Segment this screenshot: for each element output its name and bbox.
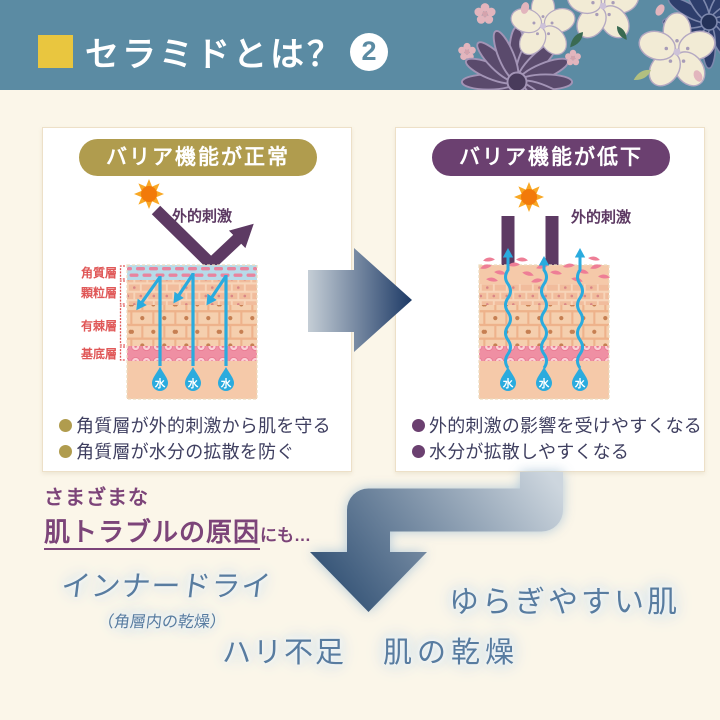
trouble-skin-dryness: 肌の乾燥 — [383, 635, 520, 669]
skin-diagram-degraded: 外的刺激 — [478, 182, 632, 400]
bullet-text: 角質層が水分の拡散を防ぐ — [76, 442, 295, 462]
bullet-list-normal: 角質層が外的刺激から肌を守る 角質層が水分の拡散を防ぐ — [59, 412, 331, 464]
bullet-text: 角質層が外的刺激から肌を守る — [76, 416, 331, 436]
layer-label-spinous: 有棘層 — [81, 318, 117, 333]
water-drops: 水 水 水 — [500, 367, 588, 391]
layer-label-granular: 顆粒層 — [81, 285, 117, 300]
lead-rest: にも… — [260, 526, 312, 545]
water-drops: 水 水 水 — [152, 367, 234, 391]
water-drop-label: 水 — [220, 377, 232, 390]
page-title: セラミドとは？ — [85, 36, 344, 74]
bullet-icon — [59, 444, 72, 458]
bullet-text: 外的刺激の影響を受けやすくなる — [429, 416, 702, 436]
panel-normal-card: バリア機能が正常 外的刺激 — [42, 127, 352, 472]
bullet-item: 水分が拡散しやすくなる — [412, 438, 702, 464]
bullet-item: 角質層が水分の拡散を防ぐ — [59, 438, 331, 464]
water-drop-label: 水 — [538, 377, 550, 390]
bullet-item: 角質層が外的刺激から肌を守る — [59, 412, 331, 438]
water-drop-label: 水 — [502, 377, 514, 390]
water-drop-label: 水 — [187, 377, 199, 390]
bullet-icon — [412, 418, 425, 432]
layer-labels: 角質層 顆粒層 有棘層 基底層 — [80, 265, 117, 361]
trouble-firmness-loss: ハリ不足 — [222, 635, 347, 669]
bullet-text: 水分が拡散しやすくなる — [429, 442, 630, 462]
stimulus-label: 外的刺激 — [570, 208, 632, 226]
layer-label-stratum-corneum: 角質層 — [81, 265, 117, 280]
skin-diagram-normal: 外的刺激 角質層 顆粒層 — [80, 179, 258, 400]
water-flow-arrows — [136, 273, 228, 366]
water-drop-label: 水 — [574, 377, 586, 390]
trouble-unstable-skin: ゆらぎやすい肌 — [449, 585, 680, 620]
yellow-square-icon — [38, 35, 73, 68]
bullet-icon — [412, 444, 425, 458]
panel-degraded-card: バリア機能が低下 外的刺激 — [395, 127, 705, 472]
trouble-inner-dry-label: インナードライ — [59, 569, 274, 603]
lead-text: さまざまな 肌トラブルの原因にも… — [44, 481, 312, 550]
trouble-inner-dry: インナードライ （角層内の乾燥） — [56, 563, 274, 632]
lead-emphasis: 肌トラブルの原因 — [44, 517, 261, 550]
sun-icon — [514, 182, 544, 212]
lead-line1: さまざまな — [44, 487, 149, 509]
stimulus-label: 外的刺激 — [171, 207, 233, 225]
circled-2-badge: 2 — [350, 32, 388, 71]
layer-label-basal: 基底層 — [80, 346, 117, 361]
right-arrow-icon — [308, 248, 412, 352]
down-bent-arrow-icon — [310, 472, 563, 612]
panel-degraded-title: バリア機能が低下 — [432, 139, 670, 176]
escaping-water-arrows — [502, 248, 586, 369]
water-drop-label: 水 — [154, 377, 166, 390]
bullet-list-degraded: 外的刺激の影響を受けやすくなる 水分が拡散しやすくなる — [412, 412, 702, 464]
header-bar: セラミドとは？ 2 — [0, 0, 720, 90]
floral-decoration-icon — [458, 0, 720, 90]
panel-normal-title: バリア機能が正常 — [79, 139, 317, 176]
bounce-arrow-icon — [151, 205, 254, 273]
sun-icon — [134, 179, 164, 209]
bullet-item: 外的刺激の影響を受けやすくなる — [412, 412, 702, 438]
layer-brackets — [119, 265, 125, 361]
bullet-icon — [59, 418, 72, 432]
